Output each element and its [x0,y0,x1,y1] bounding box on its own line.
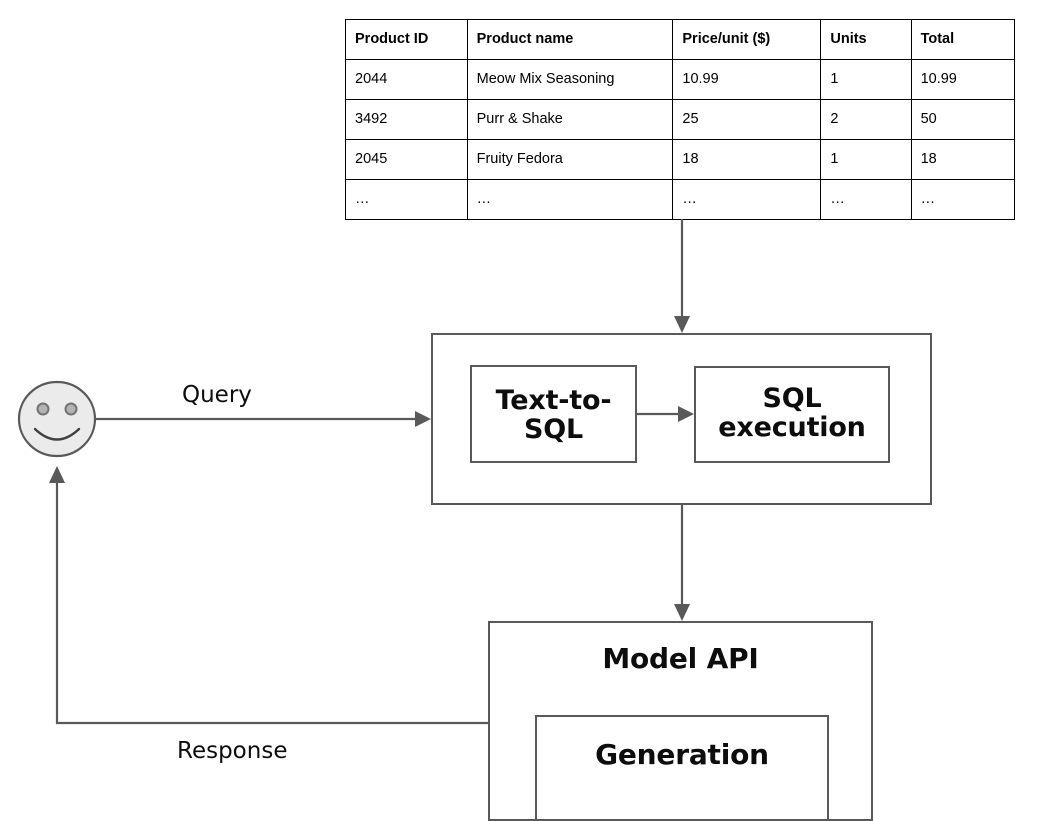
sql-execution-node: SQL execution [694,366,890,463]
table-header-units: Units [820,19,912,60]
text-to-sql-node: Text-to-SQL [470,365,637,463]
table-row: 3492 Purr & Shake 25 2 50 [345,99,1016,140]
cell-price: 18 [672,139,822,180]
avatar-smile-icon [33,427,81,441]
sql-execution-label: SQL execution [718,383,866,443]
user-avatar [17,380,97,458]
avatar-right-eye [64,402,78,416]
cell-price: 25 [672,99,822,140]
table-header-row: Product ID Product name Price/unit ($) U… [345,19,1016,60]
product-table: Product ID Product name Price/unit ($) U… [345,19,1016,220]
cell-product-id: 2044 [345,59,468,100]
cell-units: 2 [820,99,912,140]
cell-total: 50 [910,99,1016,140]
cell-product-name: … [466,179,674,220]
table-header-price-per-unit: Price/unit ($) [672,19,822,60]
text-to-sql-label: Text-to-SQL [495,385,612,445]
edge-response [49,466,488,725]
generation-node: Generation [535,715,829,821]
response-edge-label: Response [177,738,288,764]
cell-total: 18 [910,139,1016,180]
cell-product-id: 3492 [345,99,468,140]
table-row-ellipsis: … … … … … [345,179,1016,220]
cell-price: … [672,179,822,220]
cell-price: 10.99 [672,59,822,100]
table-row: 2044 Meow Mix Seasoning 10.99 1 10.99 [345,59,1016,100]
table-header-product-name: Product name [466,19,674,60]
generation-label: Generation [595,738,769,771]
cell-product-name: Fruity Fedora [466,139,674,180]
cell-units: … [820,179,912,220]
table-row: 2045 Fruity Fedora 18 1 18 [345,139,1016,180]
model-api-label: Model API [602,642,759,675]
cell-units: 1 [820,139,912,180]
cell-product-id: 2045 [345,139,468,180]
query-edge-label: Query [182,382,252,408]
cell-units: 1 [820,59,912,100]
edge-pipeline-to-model-api [674,505,690,621]
cell-total: … [910,179,1016,220]
avatar-left-eye [36,402,50,416]
cell-product-name: Purr & Shake [466,99,674,140]
edge-table-to-pipeline [674,219,690,333]
edge-query [95,411,431,427]
cell-product-name: Meow Mix Seasoning [466,59,674,100]
table-header-product-id: Product ID [345,19,468,60]
table-header-total: Total [910,19,1016,60]
cell-total: 10.99 [910,59,1016,100]
cell-product-id: … [345,179,468,220]
